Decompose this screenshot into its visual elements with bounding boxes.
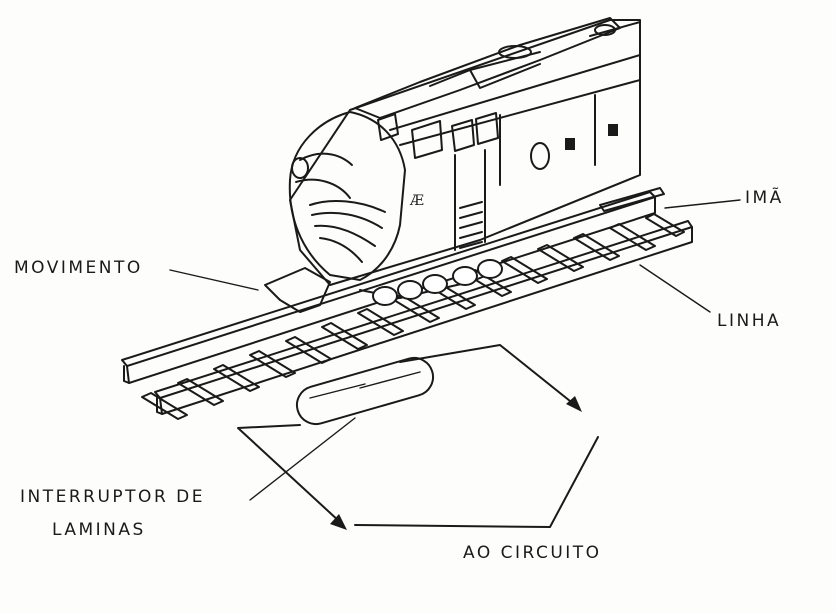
- porthole: [530, 142, 550, 170]
- ladder: [459, 201, 483, 249]
- leader-lines: [169, 199, 741, 501]
- loco-front-letter: Æ: [409, 193, 424, 209]
- circuit-wires: [237, 344, 599, 530]
- label-line: LINHA: [717, 311, 782, 331]
- locomotive: Æ: [264, 17, 641, 313]
- label-movement: MOVIMENTO: [14, 258, 143, 278]
- leader-switch: [249, 417, 356, 501]
- loco-nose: [288, 111, 406, 281]
- nose-emblem: [309, 200, 386, 263]
- arrow-left: [330, 514, 347, 530]
- label-switch-line2: LAMINAS: [52, 520, 146, 540]
- side-window-2: [608, 124, 618, 136]
- label-magnet: IMÃ: [745, 188, 784, 208]
- arrow-right: [566, 396, 582, 412]
- magnet-bar: [599, 187, 665, 212]
- track-rails: [121, 191, 693, 415]
- leader-line: [639, 264, 711, 313]
- railroad-track: [121, 187, 693, 420]
- label-to-circuit: AO CIRCUITO: [463, 543, 602, 563]
- label-switch-line1: INTERRUPTOR DE: [20, 487, 205, 507]
- undercarriage: [372, 259, 503, 306]
- pilot: [264, 267, 331, 313]
- leader-magnet: [664, 199, 741, 209]
- side-window-1: [565, 138, 575, 150]
- reed-switch: [295, 356, 435, 426]
- leader-movement: [169, 269, 259, 291]
- headlight: [291, 157, 309, 179]
